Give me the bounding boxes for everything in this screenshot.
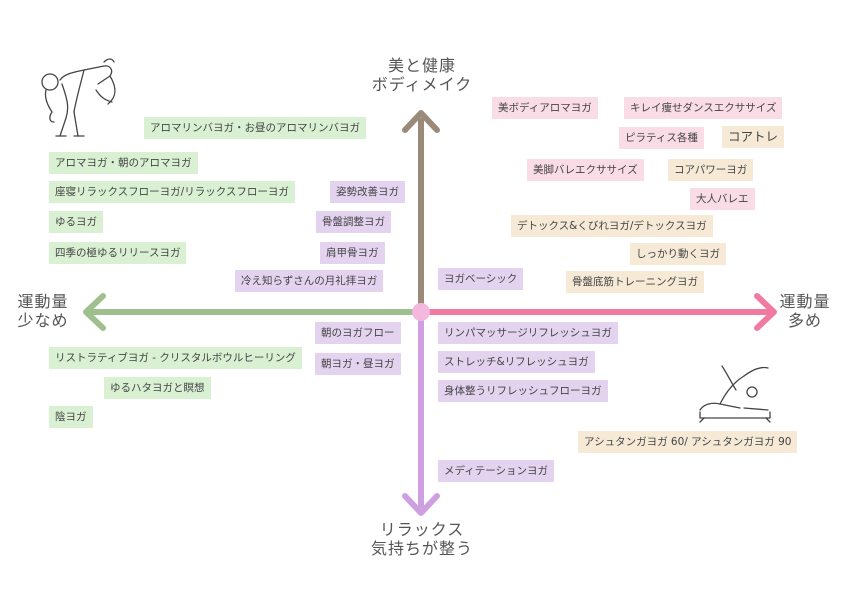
class-tag: ピラティス各種 [619, 127, 704, 149]
right-arrow-head [754, 293, 777, 331]
right-axis-label-line-2: 多め [787, 311, 822, 330]
side-stretch-figure-icon [699, 365, 771, 423]
class-tag: 冷え知らずさんの月礼拝ヨガ [235, 270, 384, 292]
center-dot [412, 303, 430, 321]
class-tag: 骨盤底筋トレーニングヨガ [566, 271, 704, 293]
class-tag: リンパマッサージリフレッシュヨガ [438, 322, 618, 344]
class-tag: デトックス&くびれヨガ/デトックスヨガ [511, 215, 713, 237]
class-tag: 朝ヨガ・昼ヨガ [315, 353, 401, 375]
class-tag: ストレッチ&リフレッシュヨガ [438, 351, 595, 373]
class-tag: コアトレ [722, 126, 785, 148]
class-tag: 四季の極ゆるリリースヨガ [49, 242, 187, 264]
bottom-axis-label: リラックス 気持ちが整う [352, 520, 492, 558]
class-tag: 陰ヨガ [49, 406, 93, 428]
class-tag: 大人バレエ [690, 188, 755, 210]
class-tag: ゆるハタヨガと瞑想 [104, 377, 211, 399]
left-arrow-head [83, 293, 106, 331]
left-axis-label-line-1: 運動量 [17, 292, 69, 311]
class-tag: 朝のヨガフロー [315, 322, 401, 344]
class-tag: 肩甲骨ヨガ [320, 242, 385, 264]
left-axis-label: 運動量 少なめ [8, 292, 78, 330]
bottom-axis-label-line-1: リラックス [379, 520, 465, 539]
class-tag: ヨガベーシック [438, 268, 524, 290]
class-tag: 座寝リラックスフローヨガ/リラックスフローヨガ [49, 181, 295, 203]
right-axis-label-line-1: 運動量 [779, 292, 831, 311]
class-tag: 骨盤調整ヨガ [316, 211, 391, 233]
right-axis-label: 運動量 多め [770, 292, 840, 330]
top-axis-label-line-2: ボディメイク [371, 75, 473, 94]
bottom-axis-label-line-2: 気持ちが整う [370, 539, 473, 558]
class-tag: アシュタンガヨガ 60/ アシュタンガヨガ 90 [578, 431, 798, 453]
top-arrow-head [402, 110, 440, 133]
class-tag: キレイ痩せダンスエクササイズ [624, 97, 783, 119]
crane-pose-figure-icon [41, 58, 116, 137]
class-tag: 美脚バレエクササイズ [527, 159, 644, 181]
class-tag: アロマリンバヨガ・お昼のアロマリンバヨガ [144, 117, 366, 139]
class-tag: 姿勢改善ヨガ [330, 181, 405, 203]
class-tag: リストラティブヨガ - クリスタルボウルヒーリング [49, 347, 302, 369]
class-tag: しっかり動くヨガ [630, 243, 726, 265]
left-axis-label-line-2: 少なめ [17, 311, 69, 330]
class-tag: アロマヨガ・朝のアロマヨガ [49, 152, 198, 174]
class-tag: 身体整うリフレッシュフローヨガ [438, 380, 608, 402]
bottom-arrow-head [402, 493, 440, 516]
class-tag: ゆるヨガ [49, 211, 103, 233]
class-tag: メディテーションヨガ [438, 460, 555, 482]
class-tag: コアパワーヨガ [668, 159, 754, 181]
top-axis-label: 美と健康 ボディメイク [352, 56, 492, 94]
class-tag: 美ボディアロマヨガ [492, 97, 598, 119]
top-axis-label-line-1: 美と健康 [387, 56, 456, 75]
